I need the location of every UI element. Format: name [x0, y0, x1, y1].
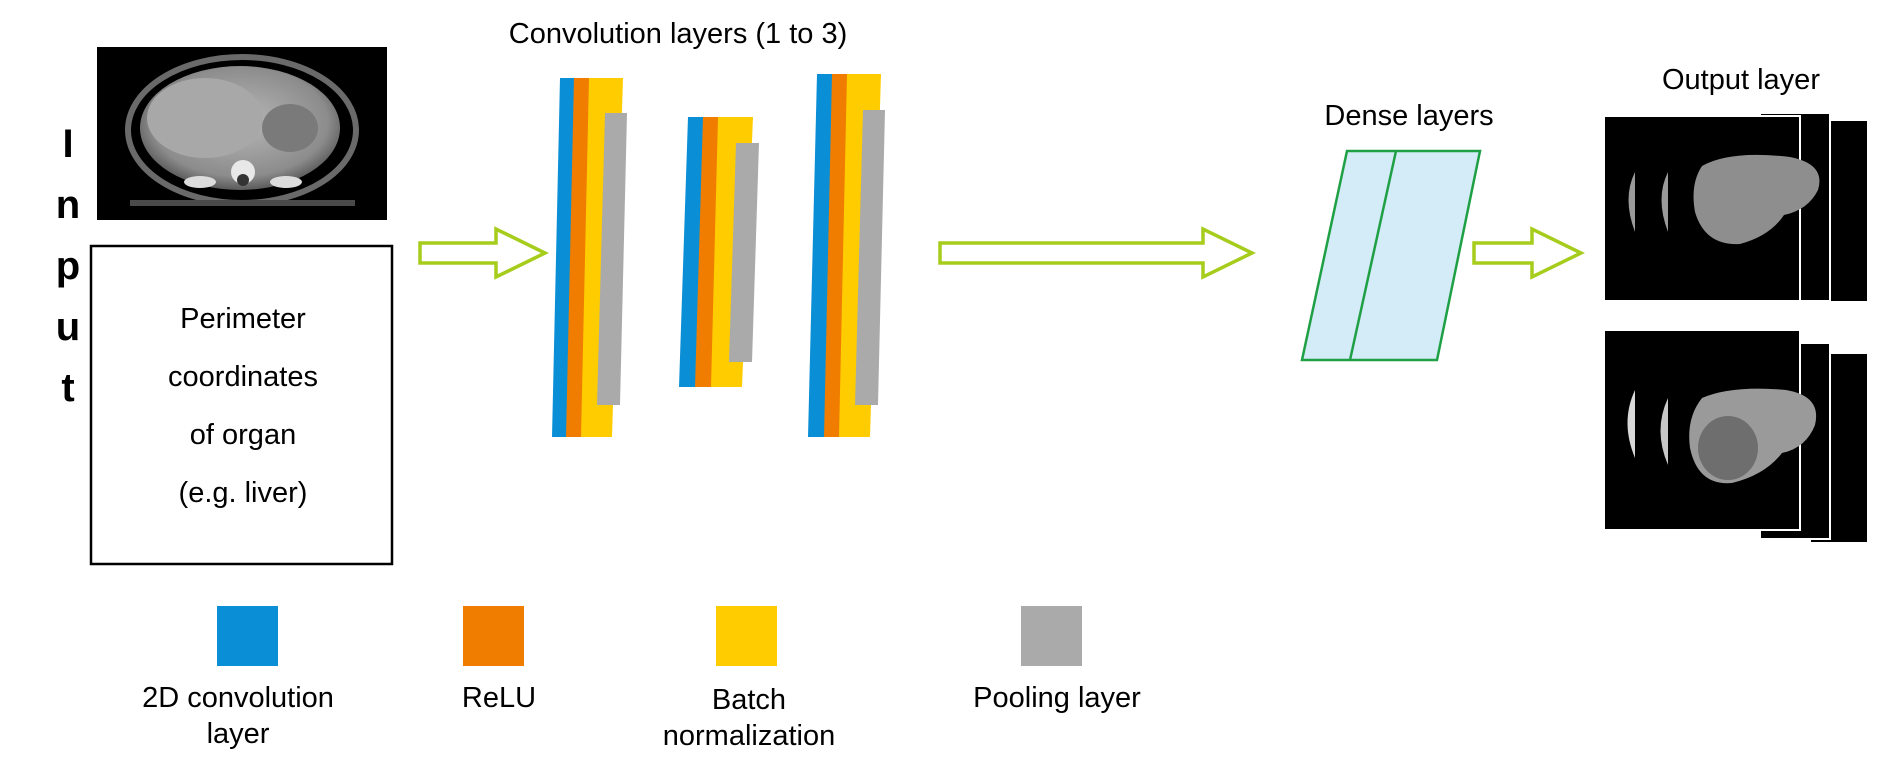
input-letter: u: [56, 305, 80, 349]
legend: 2D convolution layer ReLU Batch normaliz…: [142, 606, 1141, 752]
legend-label: 2D convolution: [142, 682, 334, 714]
dense-layers-title: Dense layers: [1324, 100, 1493, 132]
flow-arrow: [938, 226, 1256, 280]
convolution-layers-title: Convolution layers (1 to 3): [509, 18, 848, 50]
perimeter-text-line: (e.g. liver): [179, 477, 308, 509]
conv-block-3: [808, 74, 885, 437]
input-letter: n: [56, 183, 80, 227]
perimeter-coordinates-box: Perimeter coordinates of organ (e.g. liv…: [89, 244, 394, 566]
conv-block-2: [679, 117, 759, 387]
legend-swatch-relu: [463, 606, 524, 666]
legend-label: layer: [207, 718, 270, 750]
input-letter: p: [56, 244, 80, 288]
legend-label: ReLU: [462, 682, 536, 714]
legend-label: Pooling layer: [973, 682, 1141, 714]
legend-swatch-batch-normalization: [716, 606, 777, 666]
flow-arrow: [1472, 226, 1585, 280]
output-segmentation-stack: [1603, 112, 1869, 303]
perimeter-text-line: coordinates: [168, 361, 318, 393]
pooling-layer: [729, 143, 759, 362]
perimeter-text-line: Perimeter: [180, 303, 306, 335]
flow-arrow: [418, 226, 549, 280]
conv-block-1: [552, 78, 627, 437]
legend-item-batch-normalization: Batch normalization: [663, 606, 835, 752]
legend-label: normalization: [663, 720, 835, 752]
input-letter: t: [61, 366, 74, 410]
pooling-layer: [855, 110, 885, 405]
output-segmentation-stack: [1603, 329, 1869, 544]
legend-label: Batch: [712, 684, 786, 716]
dense-layers-block: [1300, 149, 1482, 362]
legend-item-relu: ReLU: [462, 606, 536, 714]
perimeter-text-line: of organ: [190, 419, 296, 451]
pooling-layer: [597, 113, 627, 405]
input-vertical-label: I n p u t: [56, 122, 80, 410]
legend-item-2d-convolution: 2D convolution layer: [142, 606, 334, 750]
output-layer-title: Output layer: [1662, 64, 1820, 96]
legend-item-pooling-layer: Pooling layer: [973, 606, 1141, 714]
ct-scan-image: [97, 47, 387, 220]
input-letter: I: [62, 122, 73, 166]
legend-swatch-2d-convolution: [217, 606, 278, 666]
legend-swatch-pooling-layer: [1021, 606, 1082, 666]
